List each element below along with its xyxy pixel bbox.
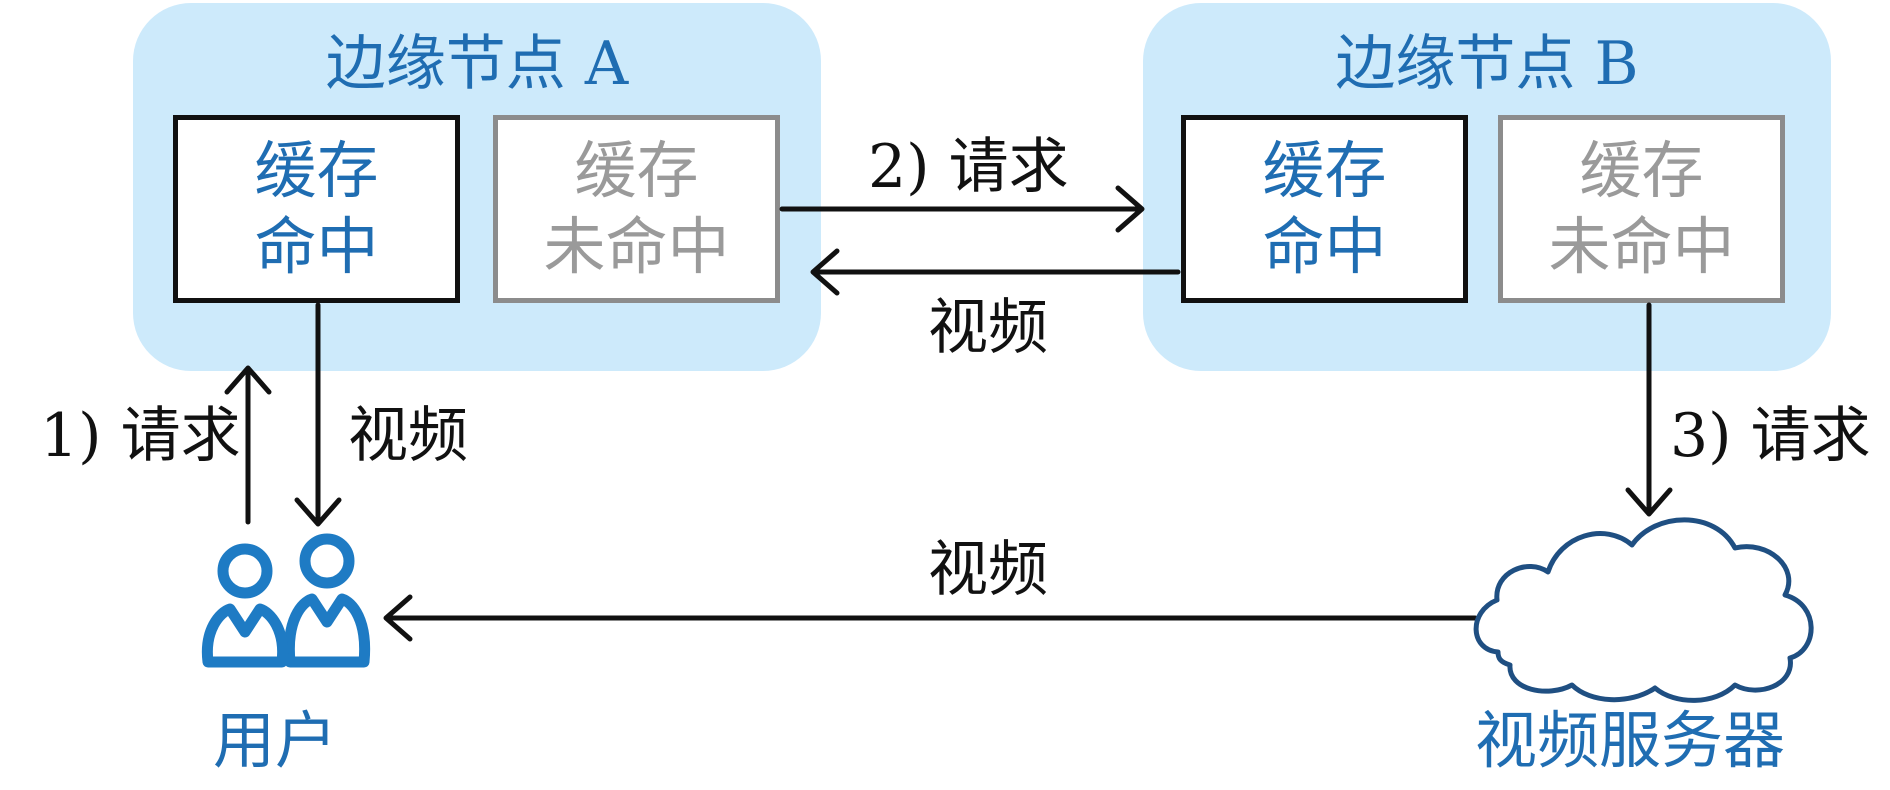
node-a-cache-miss-line1: 缓存 [574,134,699,208]
arrow-video-a-to-user [294,302,342,527]
label-request-1: 1) 请求 [40,401,241,471]
node-a-cache-miss-line2: 未命中 [543,210,730,283]
arrow-video-b-to-a [810,248,1181,296]
label-request-3: 3) 请求 [1670,401,1871,471]
node-b-cache-hit-line2: 命中 [1262,210,1387,283]
node-b-cache-hit-line1: 缓存 [1262,134,1387,208]
edge-node-b-title: 边缘节点 B [1335,29,1639,99]
user-label: 用户 [213,704,338,777]
edge-node-a-title: 边缘节点 A [325,29,629,99]
video-server-label: 视频服务器 [1475,704,1786,777]
node-a-cache-hit-box: 缓存 命中 [173,115,460,303]
arrow-request-1 [224,365,272,525]
cloud-icon [1473,517,1814,703]
arrow-request-3 [1625,302,1673,517]
node-b-cache-miss-line1: 缓存 [1579,134,1704,208]
arrow-video-server-to-user [383,594,1478,642]
user-icon [201,533,371,668]
label-video-b-to-a: 视频 [928,293,1048,363]
node-a-cache-miss-box: 缓存 未命中 [493,115,780,303]
arrow-request-2 [779,185,1145,233]
node-a-cache-hit-line2: 命中 [254,210,379,283]
node-b-cache-hit-box: 缓存 命中 [1181,115,1468,303]
node-b-cache-miss-box: 缓存 未命中 [1498,115,1785,303]
label-request-2: 2) 请求 [868,132,1069,202]
node-b-cache-miss-line2: 未命中 [1548,210,1735,283]
label-video-server-to-user: 视频 [928,535,1048,605]
label-video-to-user: 视频 [348,401,468,471]
node-a-cache-hit-line1: 缓存 [254,134,379,208]
